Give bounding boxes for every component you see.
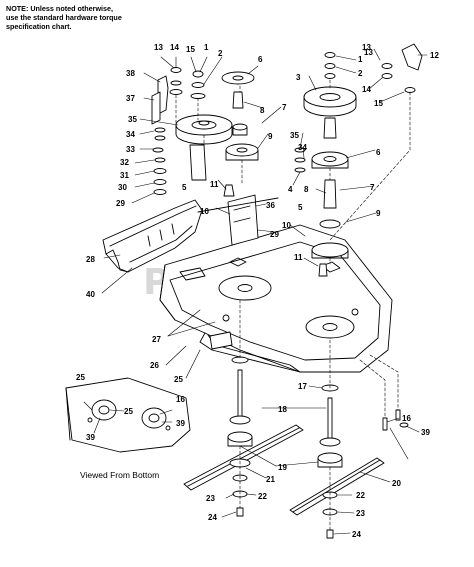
callout-35: 35 [128, 115, 137, 124]
callout-10: 10 [282, 221, 291, 230]
bottom-view-inset [65, 377, 191, 453]
callout-23: 23 [206, 494, 215, 503]
callout-20: 20 [392, 479, 401, 488]
callout-19: 19 [278, 463, 287, 472]
torque-note: NOTE: Unless noted otherwise, use the st… [6, 4, 206, 31]
callout-1: 1 [204, 43, 209, 52]
callout-25: 25 [174, 375, 183, 384]
callout-23: 23 [356, 509, 365, 518]
callout-15: 15 [186, 45, 195, 54]
callout-39: 39 [86, 433, 95, 442]
leader-lines [83, 48, 428, 535]
callout-14: 14 [362, 85, 371, 94]
callout-32: 32 [120, 158, 129, 167]
callout-36: 36 [266, 201, 275, 210]
discharge-chute [102, 199, 203, 273]
note-line: NOTE: Unless noted otherwise, [6, 4, 114, 13]
note-line: specification chart. [6, 22, 72, 31]
callout-34: 34 [126, 130, 135, 139]
callout-30: 30 [118, 183, 127, 192]
callout-28: 28 [86, 255, 95, 264]
callout-2: 2 [218, 49, 223, 58]
callout-25: 25 [76, 373, 85, 382]
callout-38: 38 [126, 69, 135, 78]
callout-12: 12 [430, 51, 439, 60]
callout-29: 29 [270, 230, 279, 239]
callout-11: 11 [210, 180, 219, 189]
callout-29: 29 [116, 199, 125, 208]
callout-22: 22 [356, 491, 365, 500]
callout-40: 40 [86, 290, 95, 299]
callout-10: 10 [200, 207, 209, 216]
callout-39: 39 [176, 419, 185, 428]
callout-8: 8 [260, 106, 265, 115]
callout-22: 22 [258, 492, 267, 501]
callout-3: 3 [296, 73, 301, 82]
callout-13: 13 [154, 43, 163, 52]
callout-31: 31 [120, 171, 129, 180]
callout-34: 34 [298, 143, 307, 152]
callout-8: 8 [304, 185, 309, 194]
callout-9: 9 [376, 209, 381, 218]
callout-5: 5 [298, 203, 303, 212]
callout-7: 7 [370, 183, 375, 192]
callout-7: 7 [282, 103, 287, 112]
callout-1: 1 [358, 55, 363, 64]
callout-17: 17 [298, 382, 307, 391]
note-line: use the standard hardware torque [6, 13, 122, 22]
callout-15: 15 [374, 99, 383, 108]
callout-2: 2 [358, 69, 363, 78]
callout-27: 27 [152, 335, 161, 344]
callout-13: 13 [364, 48, 373, 57]
inset-caption: Viewed From Bottom [80, 470, 160, 480]
callout-13: 13 [362, 43, 371, 52]
callout-18: 18 [278, 405, 287, 414]
callout-5: 5 [182, 183, 187, 192]
callout-26: 26 [150, 361, 159, 370]
callout-25: 25 [124, 407, 133, 416]
callout-6: 6 [258, 55, 263, 64]
assembly-guide-lines [175, 79, 411, 531]
callout-39: 39 [421, 428, 430, 437]
callout-9: 9 [268, 132, 273, 141]
callout-numbers: 13 14 15 1 2 6 38 37 35 34 33 32 31 30 2… [76, 43, 439, 539]
callout-4: 4 [288, 185, 293, 194]
callout-21: 21 [266, 475, 275, 484]
callout-35: 35 [290, 131, 299, 140]
mower-deck [159, 224, 393, 373]
callout-16: 16 [176, 395, 185, 404]
callout-16: 16 [402, 414, 411, 423]
callout-33: 33 [126, 145, 135, 154]
callout-11: 11 [294, 253, 303, 262]
blade-assemblies [183, 356, 409, 539]
callout-24: 24 [208, 513, 217, 522]
callout-37: 37 [126, 94, 135, 103]
callout-6: 6 [376, 148, 381, 157]
callout-14: 14 [170, 43, 179, 52]
callout-24: 24 [352, 530, 361, 539]
